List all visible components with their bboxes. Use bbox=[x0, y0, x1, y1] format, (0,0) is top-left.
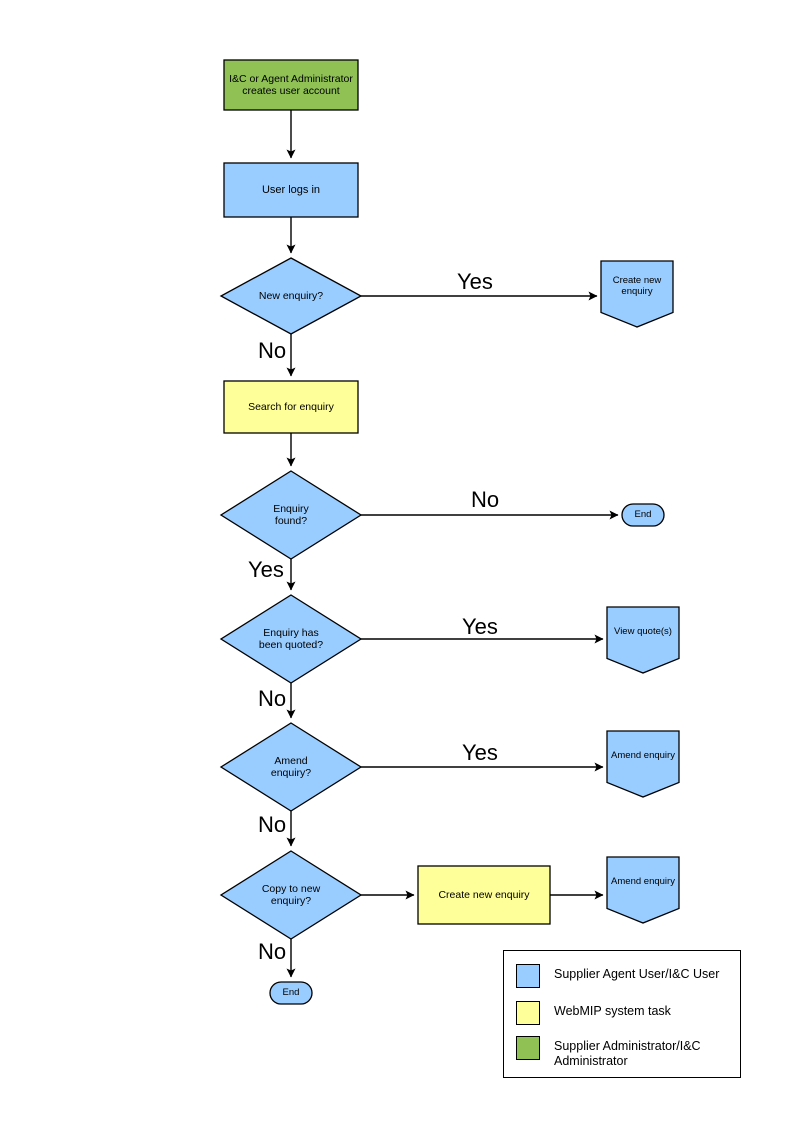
node-admin-creates-account bbox=[223, 59, 359, 111]
legend-supplier-agent-user-swatch bbox=[516, 964, 540, 988]
edge-label-yes-amend-enquiry: Yes bbox=[462, 740, 498, 765]
node-create-new-enquiry-1 bbox=[600, 260, 674, 328]
node-create-new-enquiry-2 bbox=[417, 865, 551, 925]
node-end-node-1 bbox=[621, 503, 665, 527]
node-label-search-for-enquiry: Search for enquiry bbox=[248, 400, 334, 413]
node-amend-enquiry-2 bbox=[606, 856, 680, 924]
node-amend-enquiry-decision bbox=[219, 722, 363, 812]
legend-webmip-system-task-swatch bbox=[516, 1001, 540, 1025]
node-new-enquiry-decision bbox=[219, 257, 363, 335]
edge-label-yes-enquiry-found: Yes bbox=[248, 557, 284, 582]
node-label-new-enquiry-decision: New enquiry? bbox=[258, 289, 324, 302]
node-label-enquiry-found-decision: Enquiry found? bbox=[273, 502, 309, 527]
node-label-end-node-2: End bbox=[282, 986, 300, 998]
node-label-admin-creates-account: I&C or Agent Administrator creates user … bbox=[229, 72, 353, 97]
node-enquiry-quoted-decision bbox=[219, 594, 363, 684]
legend-supplier-agent-user: Supplier Agent User/I&C User bbox=[516, 964, 736, 988]
edge-label-yes-new-enquiry: Yes bbox=[457, 269, 493, 294]
edge-label-no-enquiry-found: No bbox=[471, 487, 500, 512]
legend-supplier-agent-user-label: Supplier Agent User/I&C User bbox=[554, 967, 720, 981]
node-label-user-logs-in: User logs in bbox=[261, 183, 321, 196]
legend-supplier-administrator-label: Supplier Administrator/I&C Administrator bbox=[554, 1039, 701, 1068]
edge-label-no-new-enquiry: No bbox=[258, 338, 287, 363]
node-label-create-new-enquiry-2: Create new enquiry bbox=[438, 888, 530, 901]
node-label-copy-to-new-enquiry-decision: Copy to new enquiry? bbox=[261, 882, 321, 907]
node-label-enquiry-quoted-decision: Enquiry has been quoted? bbox=[258, 626, 324, 651]
edge-label-no-copy-to-new: No bbox=[258, 939, 287, 964]
node-end-node-2 bbox=[269, 981, 313, 1005]
edge-label-yes-enquiry-quoted: Yes bbox=[462, 614, 498, 639]
edge-label-no-enquiry-quoted: No bbox=[258, 686, 287, 711]
node-enquiry-found-decision bbox=[219, 470, 363, 560]
node-search-for-enquiry bbox=[223, 380, 359, 434]
node-label-create-new-enquiry-1: Create new enquiry bbox=[612, 274, 662, 297]
node-user-logs-in bbox=[223, 162, 359, 218]
node-label-view-quotes: View quote(s) bbox=[614, 626, 672, 638]
node-amend-enquiry-1 bbox=[606, 730, 680, 798]
legend-supplier-administrator-swatch bbox=[516, 1036, 540, 1060]
legend-supplier-administrator: Supplier Administrator/I&C Administrator bbox=[516, 1036, 736, 1069]
node-label-amend-enquiry-decision: Amend enquiry? bbox=[270, 754, 312, 779]
node-label-amend-enquiry-1: Amend enquiry bbox=[611, 750, 675, 762]
node-copy-to-new-enquiry-decision bbox=[219, 850, 363, 940]
node-label-amend-enquiry-2: Amend enquiry bbox=[611, 876, 675, 888]
legend-webmip-system-task-label: WebMIP system task bbox=[554, 1004, 671, 1018]
legend-webmip-system-task: WebMIP system task bbox=[516, 1001, 736, 1025]
node-label-end-node-1: End bbox=[634, 508, 652, 520]
edge-label-no-amend-enquiry: No bbox=[258, 812, 287, 837]
node-view-quotes bbox=[606, 606, 680, 674]
